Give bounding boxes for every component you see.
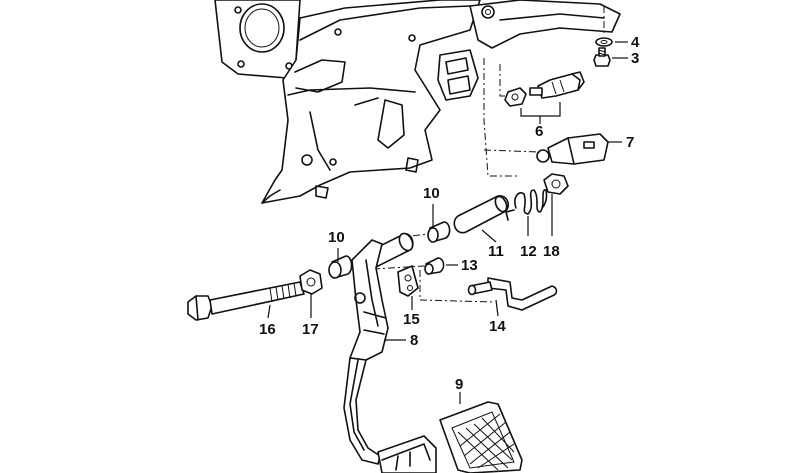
washer-part-4	[595, 37, 613, 47]
callout-10-right: 10	[423, 185, 440, 202]
sleeve-part-13	[424, 257, 445, 275]
pedal-bracket	[214, 0, 621, 204]
callout-10-left: 10	[328, 229, 345, 246]
callout-12: 12	[520, 243, 537, 260]
bushing-part-10-left	[328, 255, 353, 279]
leader-lines-top	[612, 41, 628, 59]
callout-7: 7	[626, 134, 634, 151]
callout-18: 18	[543, 243, 560, 260]
callout-3: 3	[631, 50, 639, 67]
screw-part-3	[593, 47, 611, 67]
callout-labels: 3 4 6 7 8 9 10 10 11 12 13 14 15 16 17 1…	[259, 34, 640, 393]
callout-8: 8	[410, 332, 418, 349]
callout-9: 9	[455, 376, 463, 393]
callout-17: 17	[302, 321, 319, 338]
brake-switch-part-6	[504, 71, 585, 124]
callout-6: 6	[535, 123, 543, 140]
bushing-part-11	[453, 195, 510, 234]
callout-14: 14	[489, 318, 506, 335]
clutch-switch-part-7	[536, 133, 622, 165]
spring-part-12	[505, 189, 548, 221]
nut-part-18	[543, 173, 569, 195]
clip-part-15	[397, 265, 419, 297]
bushing-part-10-right	[427, 221, 451, 243]
bolt-part-16	[187, 281, 305, 321]
callout-11: 11	[488, 243, 504, 260]
callout-13: 13	[461, 257, 478, 274]
pedal-pad-part-9	[439, 401, 523, 473]
leader-lines	[267, 194, 553, 404]
lever-part-14	[467, 277, 558, 311]
callout-4: 4	[631, 34, 640, 51]
callout-16: 16	[259, 321, 276, 338]
nut-part-17	[299, 269, 323, 295]
callout-15: 15	[403, 311, 420, 328]
